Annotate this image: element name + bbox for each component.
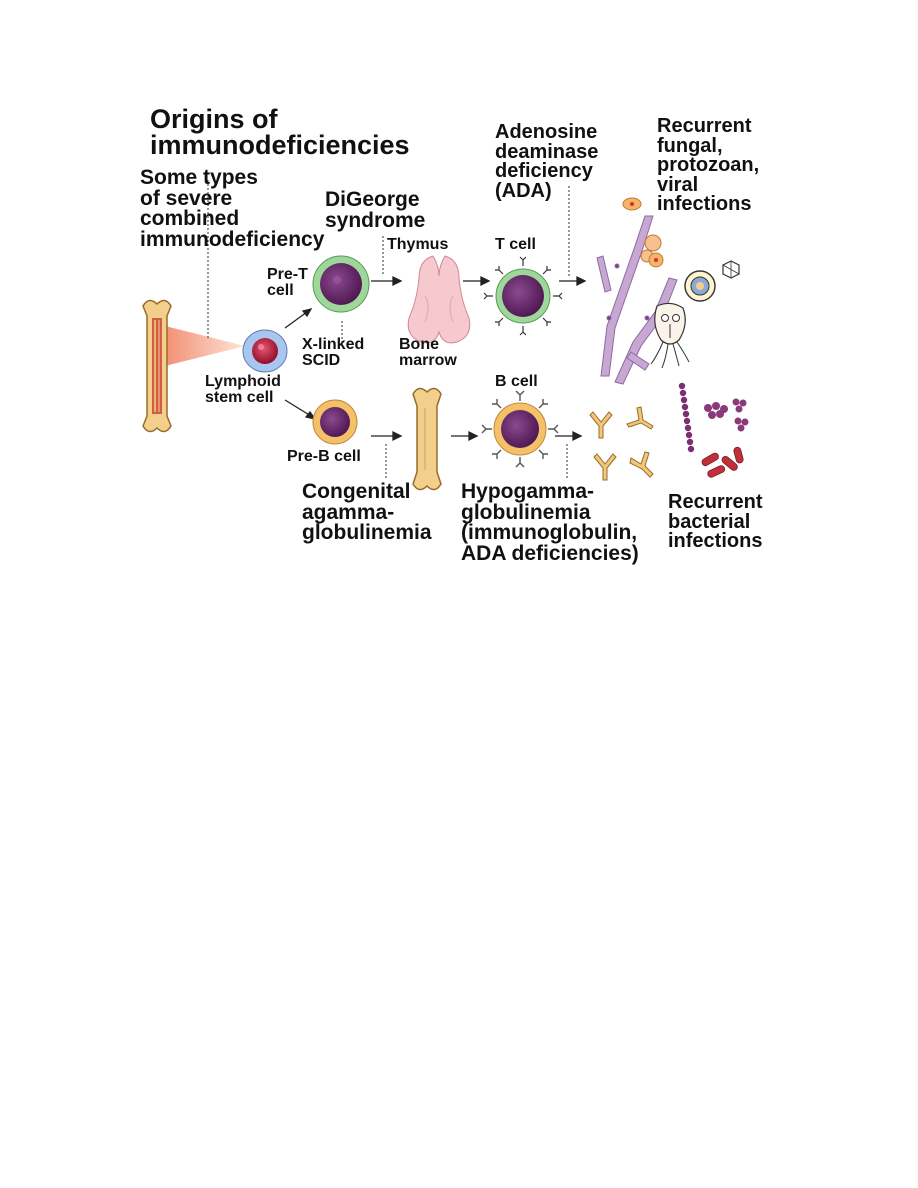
arrows [284, 275, 587, 442]
label-b-cell: B cell [495, 373, 538, 390]
label-x-linked-scid: X-linked SCID [302, 336, 365, 370]
label-hypogammaglobulinemia: Hypogamma- globulinemia (immunoglobulin,… [461, 480, 639, 565]
antibody-icons [589, 406, 654, 481]
label-lymphoid-stem-cell: Lymphoid stem cell [205, 373, 281, 407]
label-digeorge: DiGeorge syndrome [325, 188, 426, 232]
bacteria-icon [678, 382, 749, 478]
source-bone-icon [142, 299, 245, 433]
label-recurrent-fungal: Recurrent fungal, protozoan, viral infec… [657, 115, 760, 216]
b-cell-icon [481, 390, 559, 468]
thymus-icon [407, 255, 471, 344]
yeast-cells-icon [622, 197, 664, 268]
bone-marrow-icon [412, 387, 442, 491]
lymphoid-stem-cell-icon [242, 329, 288, 373]
label-recurrent-bacterial: Recurrent bacterial infections [668, 491, 763, 553]
diagram-title: Origins of immunodeficiencies [150, 106, 410, 161]
immunodeficiency-diagram: Origins of immunodeficiencies Some types… [135, 106, 783, 576]
protozoan-icon [650, 302, 690, 369]
t-cell-icon [483, 256, 563, 336]
label-pre-b-cell: Pre-B cell [287, 448, 361, 465]
label-ada: Adenosine deaminase deficiency (ADA) [495, 121, 599, 202]
label-congenital-agammaglobulinemia: Congenital agamma- globulinemia [302, 480, 432, 545]
label-pre-t-cell: Pre-T cell [267, 266, 308, 300]
virus-icon [684, 260, 740, 302]
label-bone-marrow: Bone marrow [399, 336, 457, 370]
pre-b-cell-icon [312, 399, 358, 445]
dotted-guides [207, 180, 570, 480]
label-t-cell: T cell [495, 236, 536, 253]
diagram-artwork [142, 180, 749, 491]
pre-t-cell-icon [312, 255, 370, 313]
label-scid: Some types of severe combined immunodefi… [140, 166, 325, 251]
label-thymus: Thymus [387, 236, 449, 253]
